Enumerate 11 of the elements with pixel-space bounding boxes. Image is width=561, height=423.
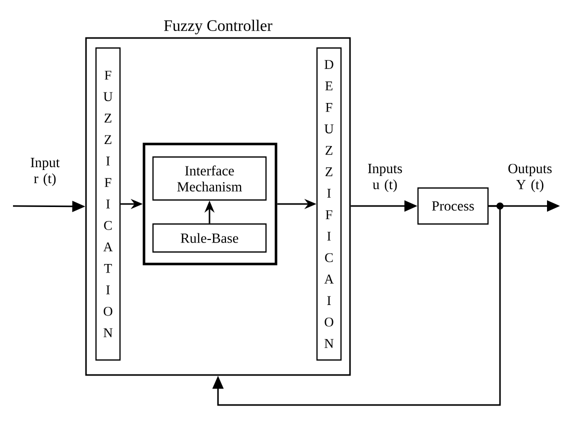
process-box: Rule-Base <box>152 223 267 253</box>
edge-label: Outputs Y (t) <box>508 164 552 192</box>
edge-label: Input r (t) <box>30 158 60 186</box>
process-box: Process <box>417 187 489 225</box>
process-box: Interface Mechanism <box>152 156 267 201</box>
vertical-text-box: DEFUZZIFICAION <box>316 47 342 361</box>
vertical-text-box: FUZZIFICATION <box>95 47 121 361</box>
edge-label: Inputs u (t) <box>368 164 402 192</box>
arrow <box>212 205 501 406</box>
inference-box <box>142 142 278 266</box>
node-label: Fuzzy Controller <box>164 20 272 34</box>
